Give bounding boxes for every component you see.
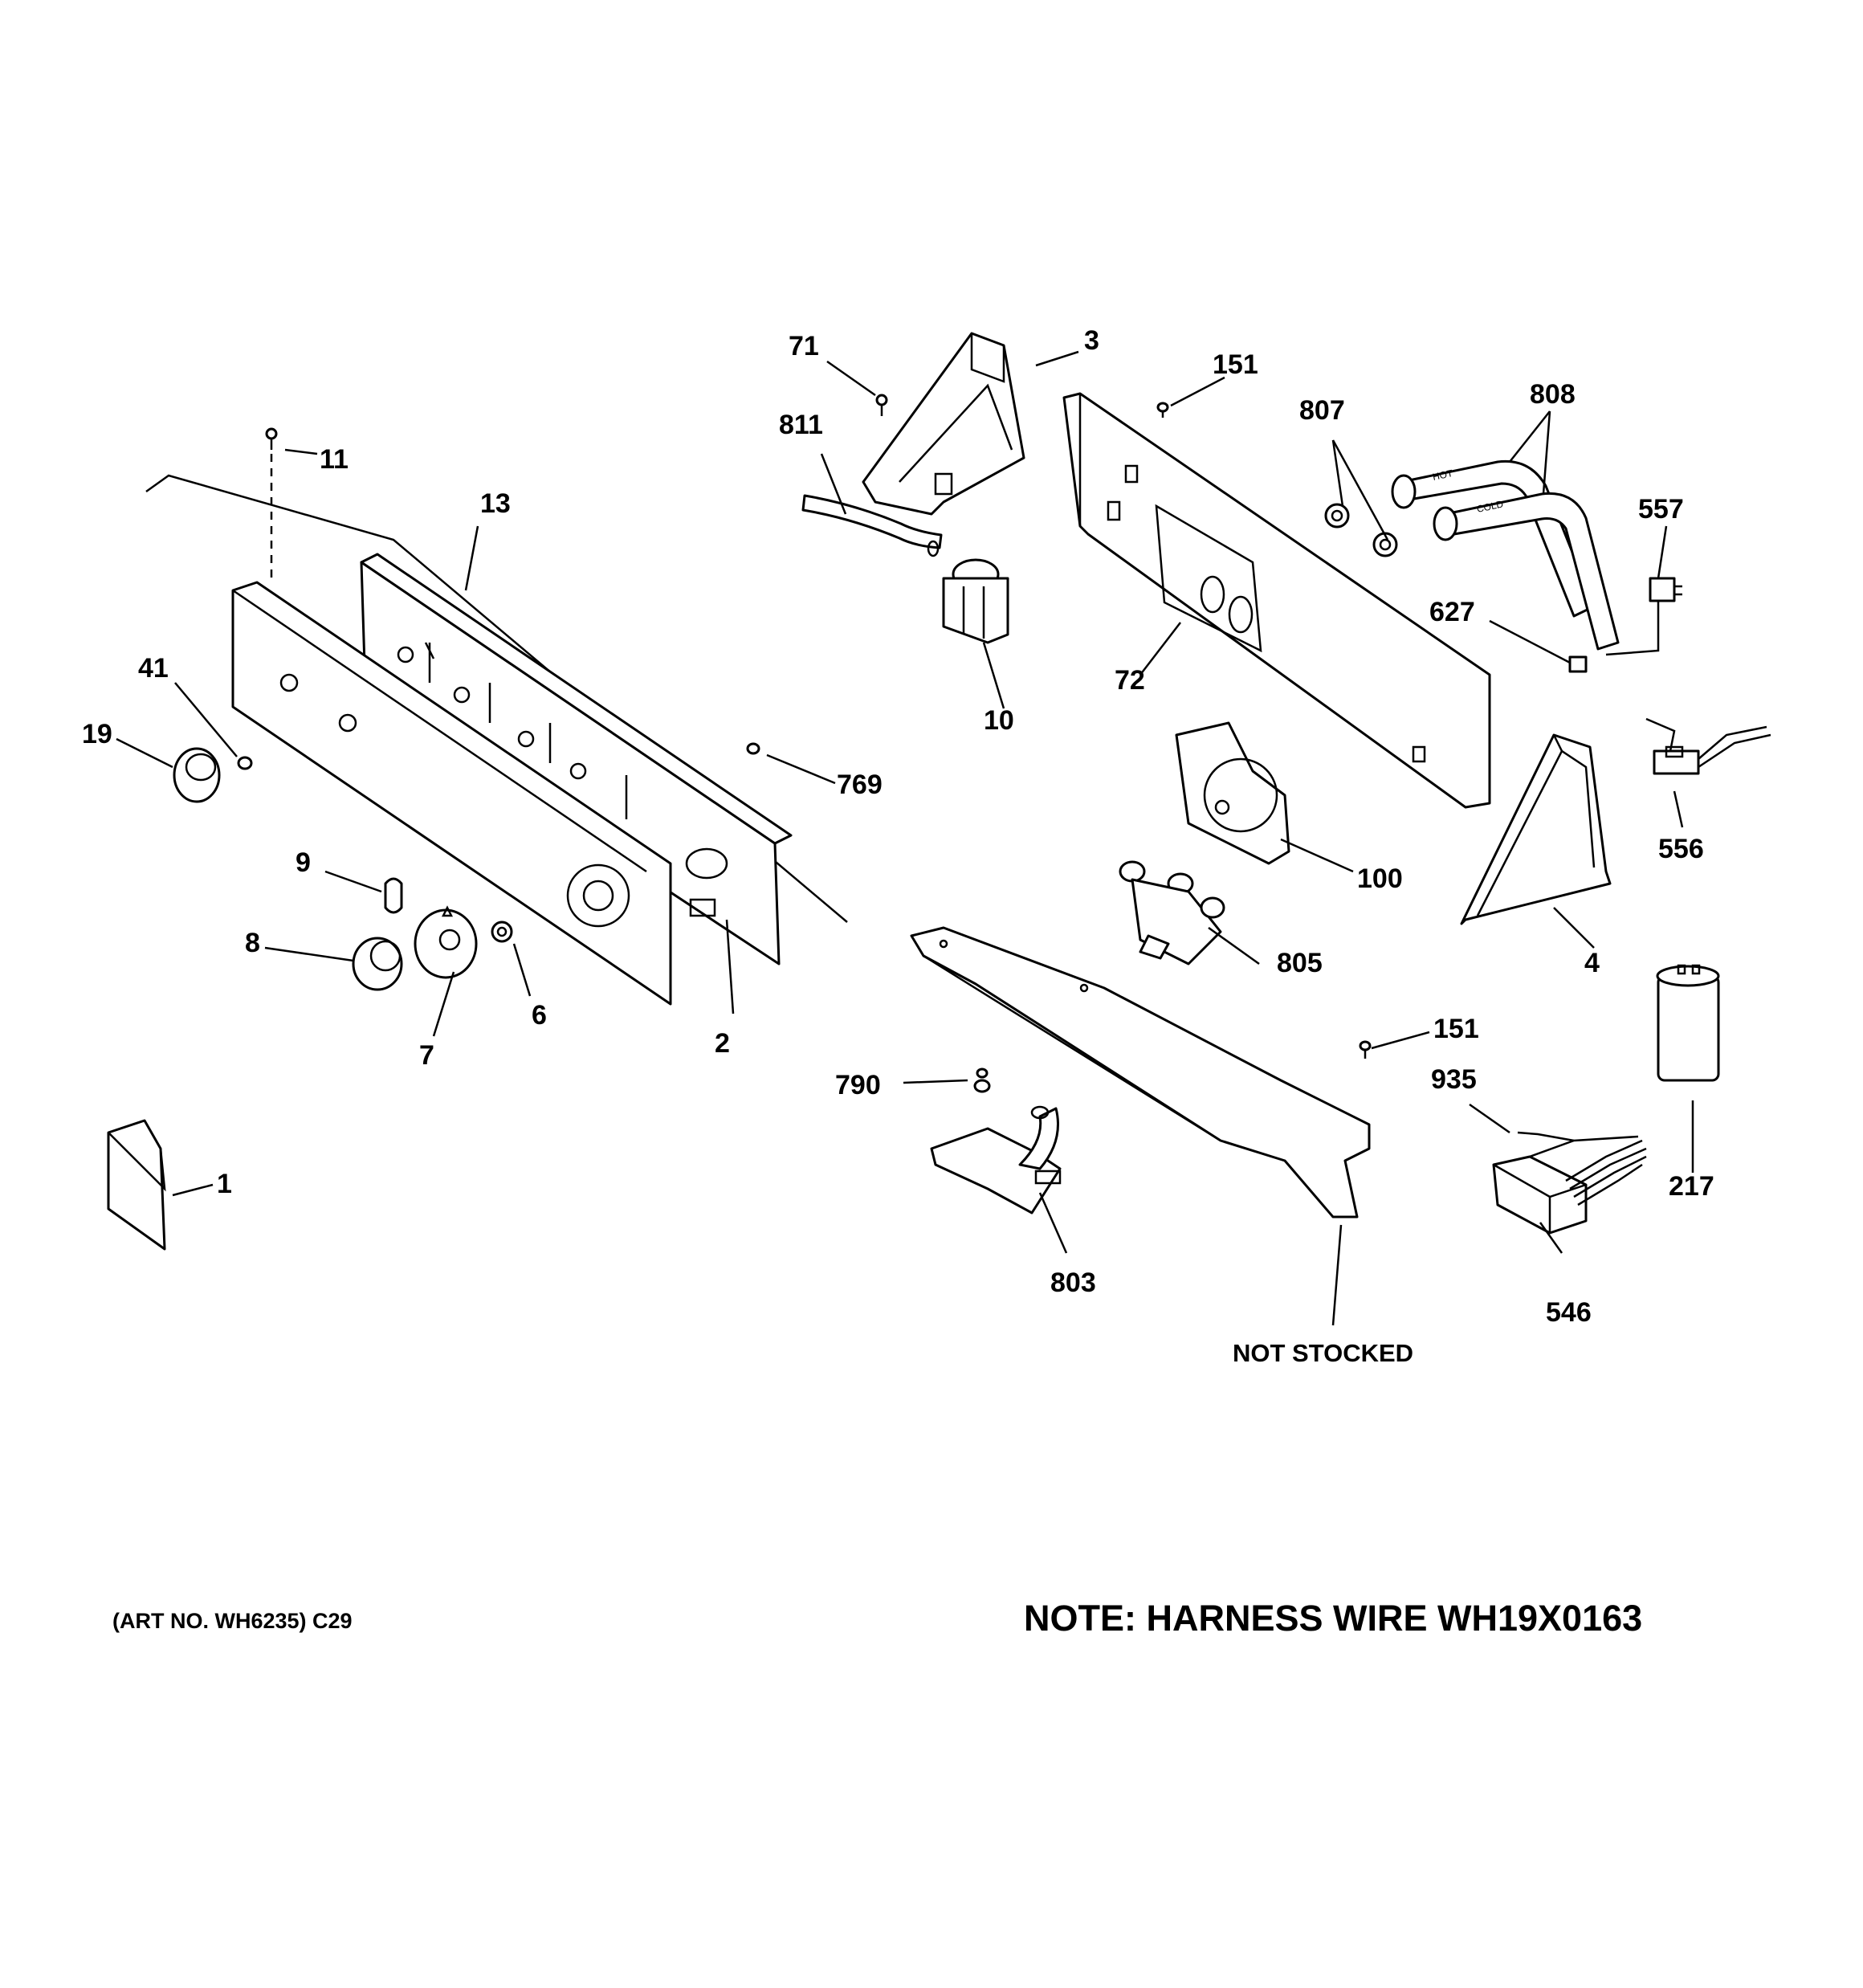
label-71: 71 (789, 331, 819, 361)
label-811: 811 (779, 410, 823, 440)
label-13: 13 (480, 488, 511, 519)
screw-11 (265, 427, 278, 582)
inlet-hoses-808: HOT COLD (1391, 459, 1620, 651)
control-panel-front-2 (231, 581, 672, 1006)
label-7: 7 (419, 1040, 434, 1071)
hose-label-hot: HOT (1432, 467, 1454, 483)
label-10: 10 (984, 705, 1014, 736)
water-valve-805 (1119, 860, 1225, 965)
literature-packet-1 (107, 1119, 166, 1251)
label-1: 1 (217, 1169, 232, 1199)
capacitor-217 (1656, 964, 1720, 1082)
label-803: 803 (1050, 1268, 1096, 1298)
shield-not-stocked (910, 926, 1371, 1219)
screw-151-top (1156, 402, 1169, 418)
screw-151-bottom (1359, 1040, 1372, 1059)
clamp-790 (973, 1067, 991, 1093)
bracket-4 (1460, 733, 1612, 925)
label-3: 3 (1084, 325, 1099, 356)
label-935: 935 (1431, 1064, 1477, 1095)
pressure-switch-10 (942, 558, 1009, 644)
label-11: 11 (320, 444, 349, 475)
label-546: 546 (1546, 1297, 1592, 1328)
knob-8 (352, 937, 403, 991)
plug-627 (1568, 655, 1588, 673)
label-4: 4 (1584, 948, 1600, 978)
wire-harness-546 (1492, 1131, 1647, 1235)
label-808: 808 (1530, 379, 1576, 410)
label-217: 217 (1669, 1171, 1714, 1202)
clip-9 (384, 877, 403, 914)
label-100: 100 (1357, 863, 1403, 894)
label-151-top: 151 (1213, 349, 1258, 380)
knob-19 (173, 747, 221, 803)
control-panel-backsplash-13 (360, 553, 793, 965)
label-627: 627 (1429, 597, 1475, 627)
plug-557 (1605, 577, 1682, 656)
timer-dial-7 (414, 905, 478, 979)
timer-100 (1175, 721, 1290, 865)
bracket-3 (862, 332, 1025, 516)
hose-811 (801, 494, 943, 557)
harness-note: NOTE: HARNESS WIRE WH19X0163 (1024, 1598, 1642, 1639)
switch-556 (1645, 717, 1771, 775)
label-9: 9 (296, 847, 311, 878)
screw-71 (875, 394, 888, 416)
not-stocked-label: NOT STOCKED (1233, 1339, 1413, 1367)
label-556: 556 (1658, 834, 1704, 864)
hose-label-cold: COLD (1476, 498, 1505, 515)
label-6: 6 (532, 1000, 547, 1031)
label-19: 19 (82, 719, 112, 749)
label-807: 807 (1299, 395, 1345, 426)
art-number: (ART NO. WH6235) C29 (112, 1609, 353, 1633)
pump-803 (930, 1105, 1062, 1214)
label-790: 790 (835, 1070, 881, 1100)
label-72: 72 (1115, 665, 1145, 696)
label-8: 8 (245, 928, 260, 958)
nut-6 (491, 921, 513, 943)
part-labels: 1 2 3 4 6 7 8 9 10 11 13 19 41 71 72 100… (82, 325, 1714, 1328)
label-769: 769 (837, 769, 883, 800)
label-2: 2 (715, 1028, 730, 1059)
screw-769 (746, 742, 760, 755)
label-151-bottom: 151 (1433, 1014, 1479, 1044)
back-panel-72 (1062, 392, 1491, 809)
label-805: 805 (1277, 948, 1323, 978)
washer-807-a (1324, 503, 1350, 529)
label-557: 557 (1638, 494, 1684, 525)
clip-41 (237, 756, 253, 770)
leader-lines (116, 350, 1694, 1326)
label-41: 41 (138, 653, 169, 684)
